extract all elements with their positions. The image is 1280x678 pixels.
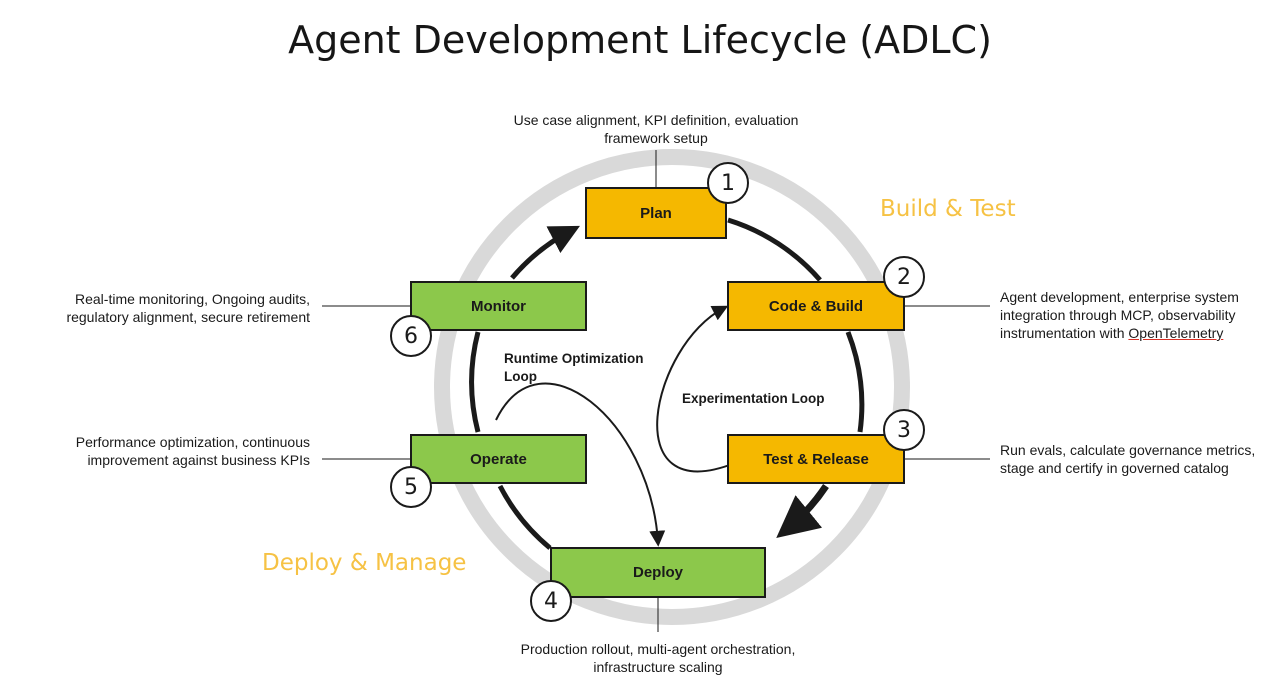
cycle-arc-code-to-test [845, 331, 865, 433]
description-plan: Use case alignment, KPI definition, eval… [513, 112, 799, 146]
outer-ring [434, 149, 910, 625]
page-title: Agent Development Lifecycle (ADLC) [288, 18, 992, 62]
experimentation-loop-arrow [656, 305, 736, 473]
phase-label-build-test: Build & Test [880, 196, 1016, 222]
stage-number-badge: 4 [530, 580, 572, 622]
runtime-loop-arrow [495, 382, 666, 547]
description-test-release: Run evals, calculate governance metrics,… [1000, 442, 1256, 476]
stage-operate: Operate [410, 434, 587, 484]
description-monitor: Real-time monitoring, Ongoing audits, re… [66, 291, 310, 325]
stage-number-badge: 6 [390, 315, 432, 357]
stage-test-release: Test & Release [727, 434, 905, 484]
stage-number-badge: 2 [883, 256, 925, 298]
description-operate: Performance optimization, continuous imp… [75, 434, 310, 468]
stage-plan: Plan [585, 187, 727, 239]
phase-label-deploy-manage: Deploy & Manage [262, 550, 467, 576]
stage-number-badge: 1 [707, 162, 749, 204]
cycle-arc-deploy-to-operate [497, 484, 552, 550]
stage-deploy: Deploy [550, 547, 766, 598]
description-code-build: Agent development, enterprise system int… [1000, 289, 1239, 341]
cycle-arc-operate-to-monitor [469, 331, 481, 433]
stage-number-badge: 5 [390, 466, 432, 508]
cycle-arc-monitor-to-plan [510, 225, 580, 280]
runtime-optimization-loop-label: Runtime Optimization Loop [504, 351, 644, 384]
cycle-arc-test-to-deploy [776, 484, 829, 538]
cycle-arc-plan-to-code [727, 217, 822, 282]
description-deploy: Production rollout, multi-agent orchestr… [520, 641, 796, 675]
experimentation-loop-label: Experimentation Loop [682, 391, 825, 406]
stage-monitor: Monitor [410, 281, 587, 331]
stage-code-build: Code & Build [727, 281, 905, 331]
stage-number-badge: 3 [883, 409, 925, 451]
